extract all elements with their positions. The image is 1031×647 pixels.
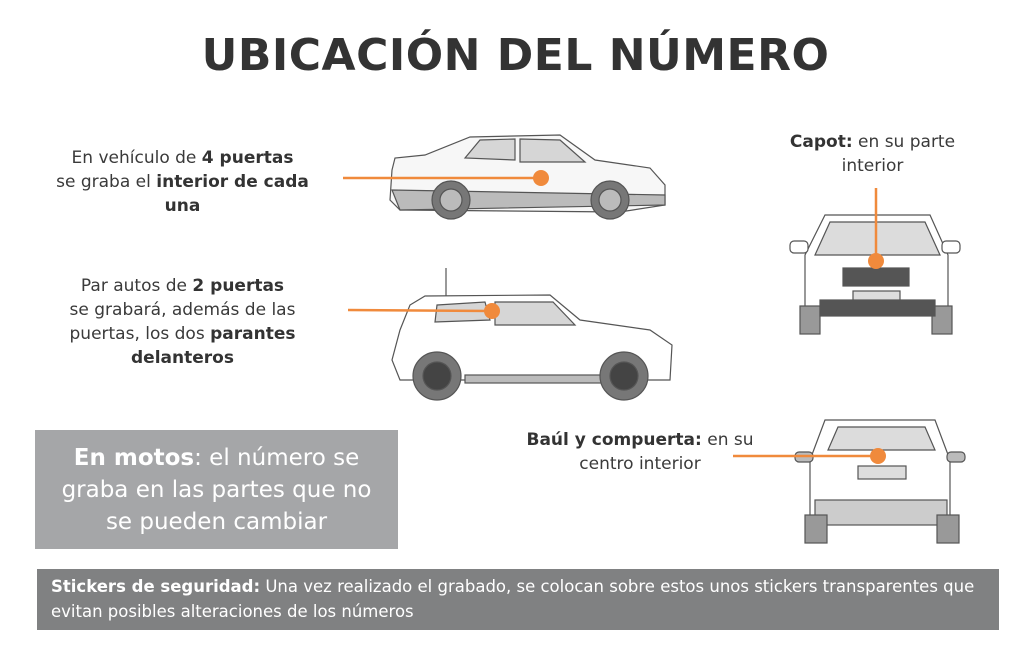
sedan-side-icon (389, 134, 666, 220)
label-two-doors: Par autos de 2 puertas se grabará, ademá… (69, 276, 296, 368)
motos-note: En motos: el número se graba en las part… (35, 430, 398, 549)
label-hood: Capot: en su parte interior (789, 132, 956, 176)
label-trunk: Baúl y compuerta: en su centro interior (526, 430, 754, 474)
stickers-note: Stickers de seguridad: Una vez realizado… (37, 569, 999, 630)
page-title: UBICACIÓN DEL NÚMERO (201, 30, 830, 81)
hatchback-side-icon (391, 268, 673, 401)
label-four-doors: En vehículo de 4 puertas se graba el int… (56, 148, 309, 216)
car-rear-icon (794, 419, 966, 544)
